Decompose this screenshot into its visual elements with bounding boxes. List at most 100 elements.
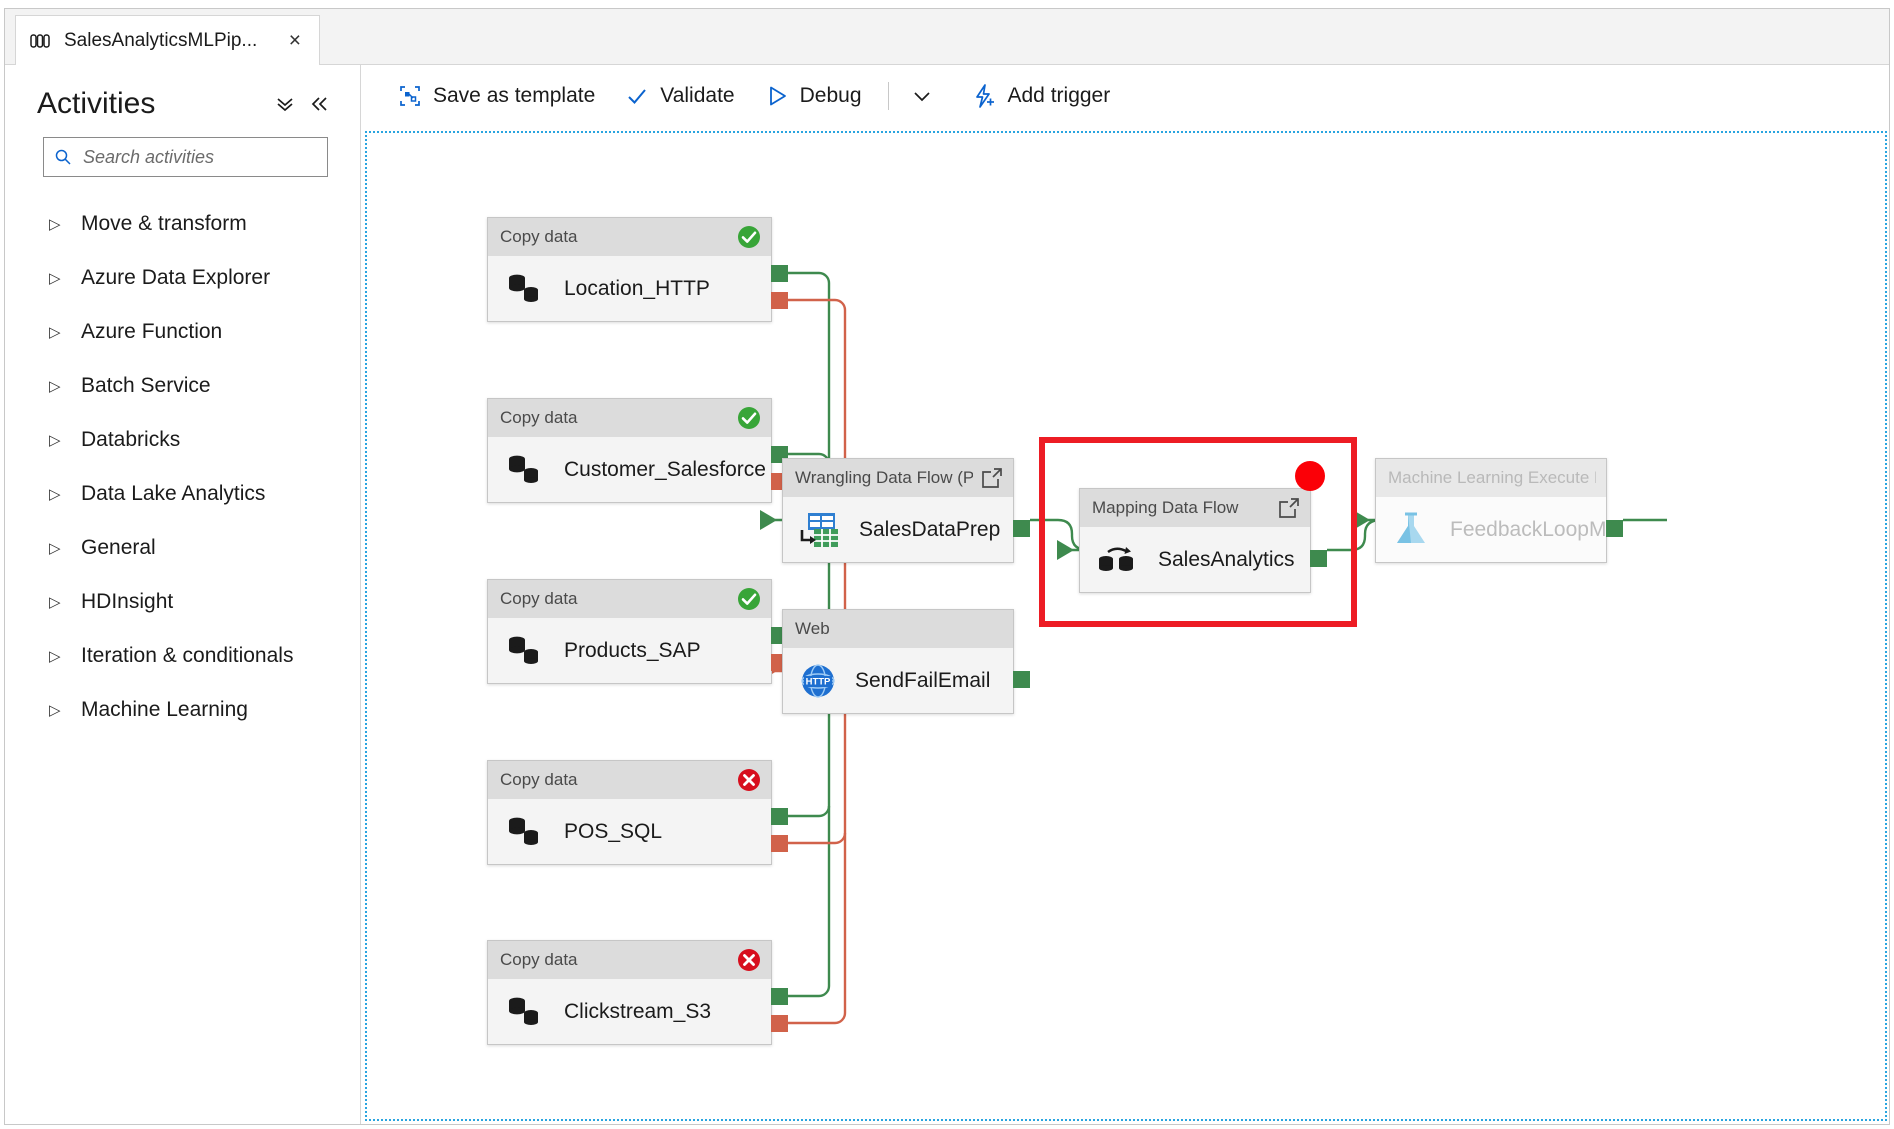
tab-salesanalyticsmlpipeline[interactable]: SalesAnalyticsMLPip... × — [15, 15, 320, 65]
output-port-failure[interactable] — [771, 1015, 788, 1032]
copy-data-icon — [504, 993, 546, 1031]
template-icon — [398, 84, 422, 108]
output-port-success[interactable] — [1606, 520, 1623, 537]
node-type-label: Copy data — [500, 589, 578, 608]
save-as-template-label: Save as template — [433, 84, 596, 107]
sidebar-item-label: Iteration & conditionals — [81, 644, 294, 667]
output-port-success[interactable] — [1310, 550, 1327, 567]
sidebar-item-machine-learning[interactable]: ▷Machine Learning — [5, 683, 360, 737]
node-header: Copy data — [488, 218, 771, 256]
status-badge-success — [737, 587, 761, 611]
connector-arrowhead — [1057, 540, 1074, 560]
save-as-template-button[interactable]: Save as template — [384, 74, 609, 118]
status-badge-error — [737, 768, 761, 792]
node-type-label: Copy data — [500, 770, 578, 789]
sidebar-item-databricks[interactable]: ▷ Databricks — [5, 413, 360, 467]
output-port-failure[interactable] — [771, 292, 788, 309]
activity-node-salesdataprep[interactable]: Wrangling Data Flow (Preview) SalesDataPr… — [782, 458, 1014, 563]
search-box[interactable] — [43, 137, 328, 177]
node-body: Clickstream_S3 — [488, 979, 771, 1044]
node-header: Mapping Data Flow — [1080, 489, 1310, 527]
connector-arrowhead — [1353, 510, 1370, 530]
chevron-down-icon[interactable] — [901, 74, 943, 118]
node-type-label: Mapping Data Flow — [1092, 498, 1239, 517]
activity-node-feedbackloopml[interactable]: Machine Learning Execute PipelineFeedbac… — [1375, 458, 1618, 563]
collapse-all-icon[interactable] — [268, 90, 302, 118]
add-trigger-button[interactable]: Add trigger — [957, 74, 1125, 118]
sidebar-item-azure-function[interactable]: ▷Azure Function — [5, 305, 360, 359]
tab-strip: SalesAnalyticsMLPip... × — [5, 9, 1889, 65]
output-port-success[interactable] — [1013, 520, 1030, 537]
sidebar-item-label: Data Lake Analytics — [81, 482, 266, 505]
node-body: FeedbackLoopML — [1376, 497, 1618, 562]
chevron-right-icon: ▷ — [49, 485, 61, 503]
close-icon[interactable]: × — [288, 29, 301, 52]
node-name-label: SalesDataPrep — [859, 517, 1001, 541]
sidebar-item-label: Databricks — [81, 428, 181, 451]
open-external-icon[interactable] — [1278, 497, 1300, 519]
output-port-success[interactable] — [771, 265, 788, 282]
activities-header: Activities — [5, 65, 360, 127]
sidebar-item-label: Machine Learning — [81, 698, 248, 721]
status-badge-success — [737, 406, 761, 430]
search-input[interactable] — [81, 145, 317, 169]
node-body: POS_SQL — [488, 799, 771, 864]
page-title: Activities — [37, 87, 156, 120]
copy-data-icon — [504, 270, 546, 308]
node-header: Web — [783, 610, 1013, 648]
mapping-data-flow-icon — [1096, 543, 1140, 577]
application-window: SalesAnalyticsMLPip... × Activities — [4, 8, 1890, 1125]
sidebar-item-move-transform[interactable]: ▷Move & transform — [5, 197, 360, 251]
tab-title: SalesAnalyticsMLPip... — [64, 29, 258, 51]
sidebar-item-batch-service[interactable]: ▷Batch Service — [5, 359, 360, 413]
pipeline-toolbar: Save as template Validate Debug — [362, 65, 1889, 127]
collapse-panel-icon[interactable] — [302, 90, 338, 118]
node-header: Copy data — [488, 761, 771, 799]
validate-label: Validate — [660, 84, 735, 107]
sidebar-item-data-lake-analytics[interactable]: ▷ Data Lake Analytics — [5, 467, 360, 521]
node-type-label: Wrangling Data Flow (Preview) — [795, 468, 973, 487]
chevron-right-icon: ▷ — [49, 215, 61, 233]
connector-arrowhead — [760, 510, 777, 530]
node-type-label: Web — [795, 619, 830, 638]
output-port-success[interactable] — [771, 988, 788, 1005]
pipeline-icon — [30, 32, 52, 50]
chevron-right-icon: ▷ — [49, 431, 61, 449]
connector-line — [788, 832, 847, 845]
sidebar-item-azure-data-explorer[interactable]: ▷Azure Data Explorer — [5, 251, 360, 305]
play-icon — [765, 84, 789, 108]
lightning-bolt-plus-icon — [971, 83, 997, 109]
open-external-icon[interactable] — [981, 467, 1003, 489]
node-type-label: Copy data — [500, 408, 578, 427]
annotation-dot-marker — [1295, 461, 1325, 491]
validate-button[interactable]: Validate — [611, 74, 748, 118]
node-type-label: Copy data — [500, 950, 578, 969]
sidebar-item-label: HDInsight — [81, 590, 174, 613]
node-name-label: Location_HTTP — [564, 276, 710, 300]
output-port-success[interactable] — [1013, 671, 1030, 688]
debug-button[interactable]: Debug — [751, 74, 876, 118]
activity-category-list: ▷Move & transform▷Azure Data Explorer▷Az… — [5, 197, 360, 737]
sidebar-item-iteration-conditionals[interactable]: ▷ Iteration & conditionals — [5, 629, 360, 683]
connector-line — [788, 298, 847, 311]
node-header: Copy data — [488, 399, 771, 437]
sidebar-item-general[interactable]: ▷General — [5, 521, 360, 575]
output-port-success[interactable] — [771, 808, 788, 825]
output-port-failure[interactable] — [771, 835, 788, 852]
sidebar-item-hdinsight[interactable]: ▷HDInsight — [5, 575, 360, 629]
chevron-right-icon: ▷ — [49, 647, 61, 665]
node-name-label: Products_SAP — [564, 638, 701, 662]
debug-label: Debug — [799, 84, 862, 107]
chevron-right-icon: ▷ — [49, 377, 61, 395]
node-body: Location_HTTP — [488, 256, 771, 321]
